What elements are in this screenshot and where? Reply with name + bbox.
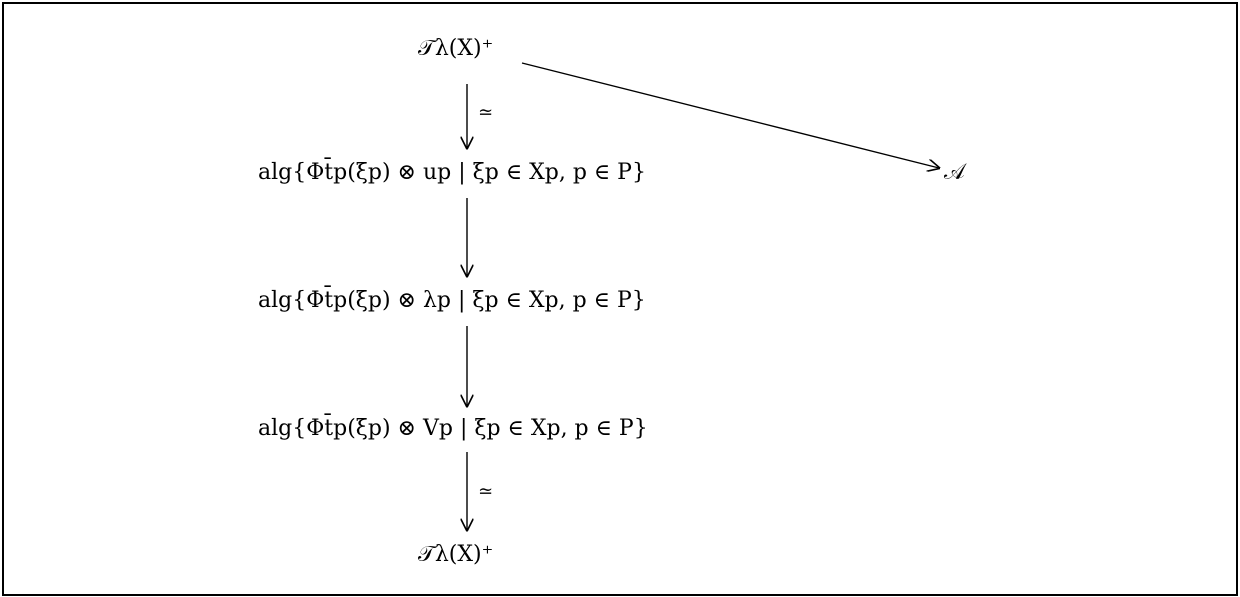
node-row-v-text: alg{Φt̄p(ξp) ⊗ Vp | ξp ∈ Xp, p ∈ P} — [258, 416, 648, 441]
node-bottom-text: 𝒯λ(X)⁺ — [418, 542, 494, 567]
arrow-top-to-a — [521, 62, 939, 168]
iso-label-top: ≃ — [478, 102, 494, 123]
node-top-text: 𝒯λ(X)⁺ — [418, 36, 494, 61]
node-row-v: alg{Φt̄p(ξp) ⊗ Vp | ξp ∈ Xp, p ∈ P} — [258, 418, 648, 440]
node-row-u-text: alg{Φt̄p(ξp) ⊗ up | ξp ∈ Xp, p ∈ P} — [258, 160, 646, 185]
node-bottom: 𝒯λ(X)⁺ — [418, 544, 493, 566]
node-row-lambda: alg{Φt̄p(ξp) ⊗ λp | ξp ∈ Xp, p ∈ P} — [258, 290, 646, 312]
node-top: 𝒯λ(X)⁺ — [418, 38, 493, 60]
node-a-text: 𝒜 — [944, 160, 965, 185]
iso-label-bottom: ≃ — [478, 481, 494, 502]
node-row-lambda-text: alg{Φt̄p(ξp) ⊗ λp | ξp ∈ Xp, p ∈ P} — [258, 288, 646, 313]
node-a: 𝒜 — [944, 162, 965, 184]
node-row-u: alg{Φt̄p(ξp) ⊗ up | ξp ∈ Xp, p ∈ P} — [258, 162, 646, 184]
